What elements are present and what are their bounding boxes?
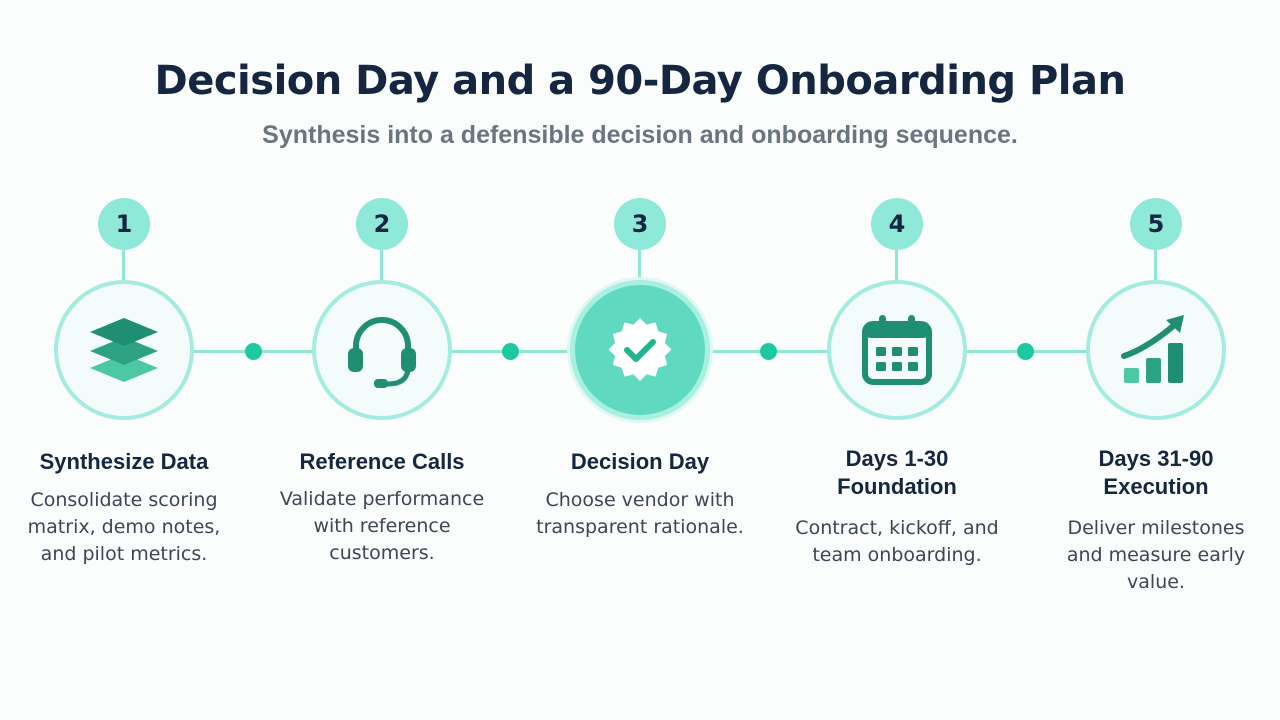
- step-title: Days 1-30 Foundation: [777, 445, 1017, 501]
- step-icon-circle: [1086, 280, 1226, 420]
- step-title-line: Foundation: [837, 474, 957, 499]
- step-synthesize-data: 1 Synthesize Data Consolidate scoring ma…: [4, 0, 244, 720]
- step-number-badge: 2: [356, 198, 408, 250]
- badge-stem: [895, 250, 898, 280]
- step-number-badge: 1: [98, 198, 150, 250]
- step-title-line: Days 1-30: [845, 446, 949, 471]
- step-number-badge: 5: [1130, 198, 1182, 250]
- step-description: Validate performance with reference cust…: [272, 486, 492, 567]
- headset-icon: [348, 317, 416, 388]
- page-title: Decision Day and a 90-Day Onboarding Pla…: [154, 58, 1126, 104]
- step-icon-circle: [827, 280, 967, 420]
- step-description: Consolidate scoring matrix, demo notes, …: [14, 487, 234, 568]
- step-description-line: transparent rationale.: [536, 516, 744, 538]
- step-icon-circle: [312, 280, 452, 420]
- badge-stem: [1154, 250, 1157, 280]
- step-title: Synthesize Data: [4, 448, 244, 476]
- step-icon-circle-active: [570, 280, 710, 420]
- layers-icon: [90, 318, 158, 382]
- step-description: Deliver milestones and measure early val…: [1046, 515, 1266, 596]
- step-title-line: Decision Day: [570, 449, 710, 474]
- step-description-line: matrix, demo notes,: [27, 516, 221, 538]
- badge-stem: [380, 250, 383, 280]
- step-decision-day: 3 Decision Day Choose vendor with transp…: [520, 0, 760, 720]
- step-description: Choose vendor with transparent rationale…: [530, 487, 750, 541]
- step-description-line: value.: [1127, 571, 1185, 593]
- step-number-badge: 4: [871, 198, 923, 250]
- step-title-line: Synthesize Data: [39, 449, 209, 474]
- badge-stem: [122, 250, 125, 280]
- step-title: Days 31-90 Execution: [1036, 445, 1276, 501]
- timeline-dot: [245, 343, 262, 360]
- step-description-line: Choose vendor with: [545, 489, 735, 511]
- growth-chart-icon: [1121, 315, 1184, 383]
- page-subtitle: Synthesis into a defensible decision and…: [262, 121, 1018, 149]
- step-description-line: Deliver milestones: [1067, 517, 1245, 539]
- step-icon-circle: [54, 280, 194, 420]
- step-title-line: Execution: [1103, 474, 1209, 499]
- step-description-line: with reference: [313, 515, 451, 537]
- timeline-dot: [502, 343, 519, 360]
- step-description-line: Contract, kickoff, and: [795, 517, 999, 539]
- badge-stem: [638, 250, 641, 280]
- step-days-31-90-execution: 5 Days 31-90 Execution Deliver milestone…: [1036, 0, 1276, 720]
- step-title-line: Reference Calls: [299, 449, 465, 474]
- step-days-1-30-foundation: 4 Days 1-30 Foundation Contract, kickoff…: [777, 0, 1017, 720]
- timeline-dot: [760, 343, 777, 360]
- step-description: Contract, kickoff, and team onboarding.: [787, 515, 1007, 569]
- check-badge-icon: [608, 318, 672, 381]
- step-description-line: and pilot metrics.: [40, 543, 208, 565]
- step-title: Decision Day: [520, 448, 760, 476]
- step-description-line: team onboarding.: [812, 544, 982, 566]
- step-description-line: and measure early: [1066, 544, 1246, 566]
- timeline-dot: [1017, 343, 1034, 360]
- step-description-line: customers.: [329, 542, 435, 564]
- step-description-line: Consolidate scoring: [30, 489, 218, 511]
- step-reference-calls: 2 Reference Calls Validate performance w…: [262, 0, 502, 720]
- calendar-icon: [862, 315, 932, 385]
- step-number-badge: 3: [614, 198, 666, 250]
- step-title: Reference Calls: [262, 448, 502, 476]
- step-title-line: Days 31-90: [1098, 446, 1214, 471]
- step-description-line: Validate performance: [279, 488, 485, 510]
